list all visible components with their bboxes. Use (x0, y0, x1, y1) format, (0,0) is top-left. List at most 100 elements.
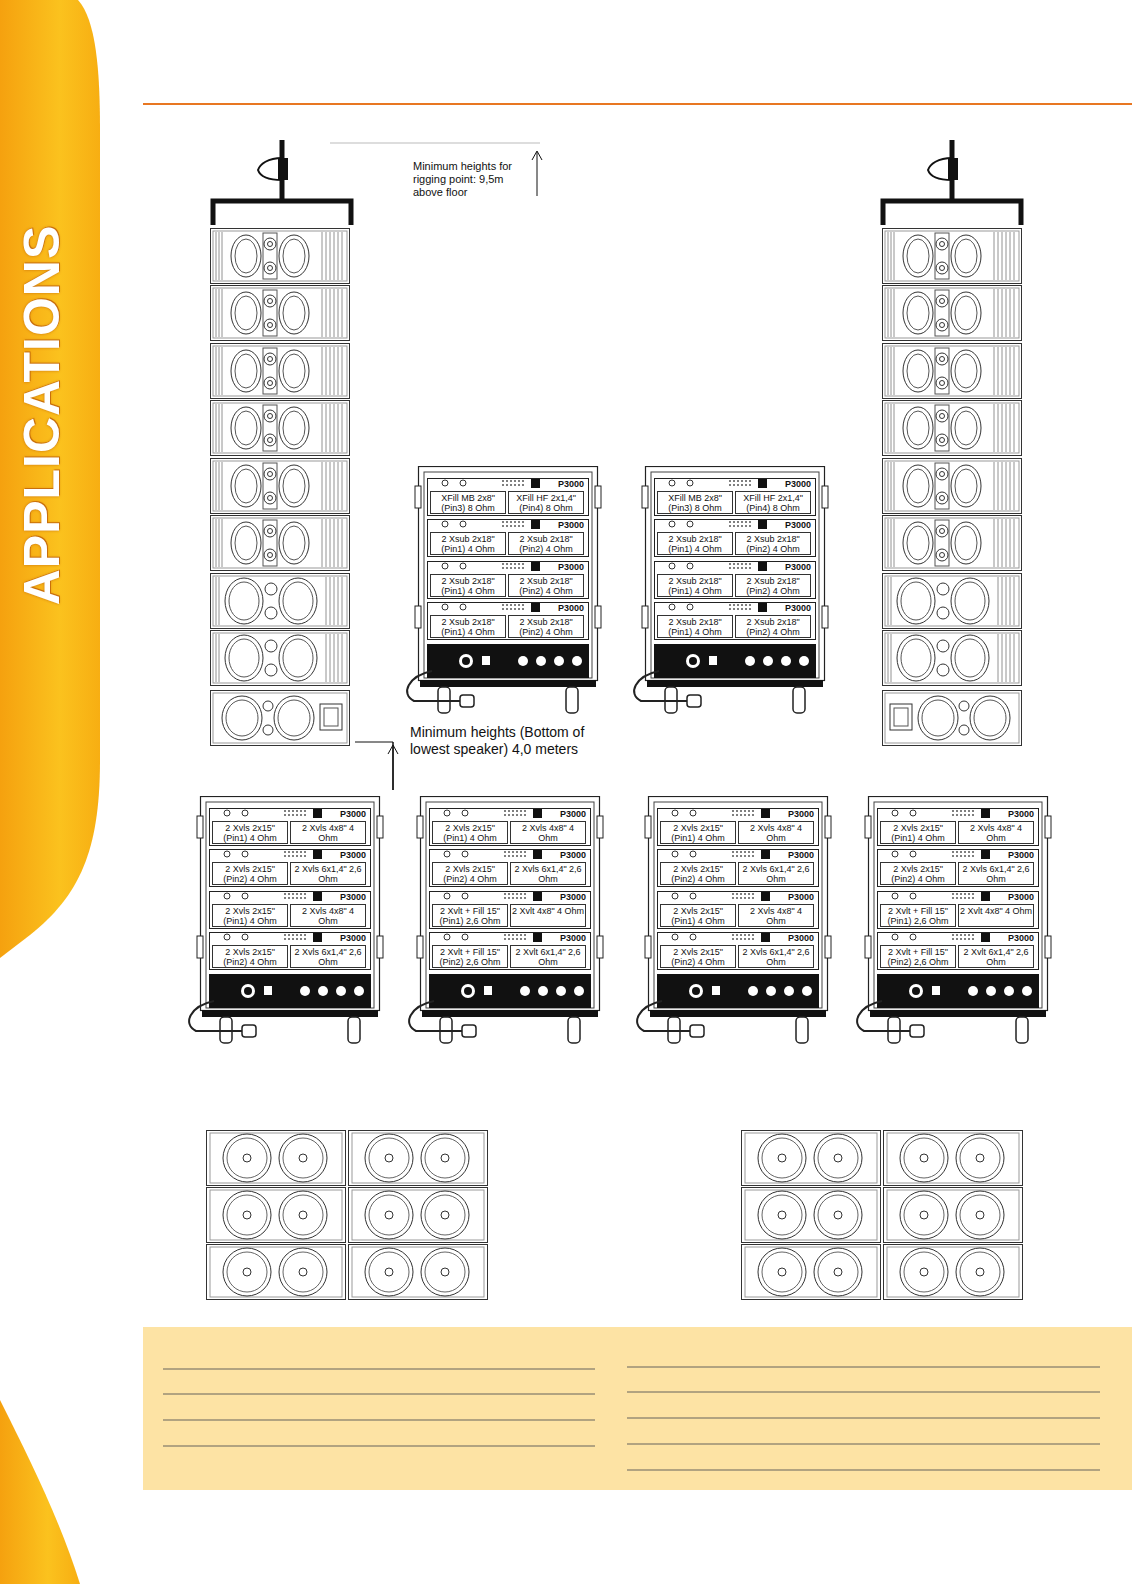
channel-label: 2 Xvls 6x1,4" 2,6 Ohm (738, 862, 814, 885)
channel-label: XFill HF 2x1,4" (Pin4) 8 Ohm (508, 491, 584, 514)
side-band-foot (0, 1400, 80, 1584)
amplifier: P30002 Xvlt + Fill 15" (Pin2) 2,6 Ohm2 X… (877, 932, 1039, 970)
channel-label: XFill HF 2x1,4" (Pin4) 8 Ohm (735, 491, 811, 514)
amplifier: P3000 2 Xsub 2x18" (Pin1) 4 Ohm2 Xsub 2x1… (654, 602, 816, 640)
model-label: P3000 (1008, 809, 1034, 820)
amplifier: P3000 2 Xsub 2x18" (Pin1) 4 Ohm2 Xsub 2x1… (654, 561, 816, 599)
channel-label: 2 Xvls 4x8" 4 Ohm (510, 821, 586, 844)
amplifier: P3000 2 Xvlt + Fill 15" (Pin2) 2,6 Ohm2 X… (429, 932, 591, 970)
amplifier: P3000 2 Xvls 2x15" (Pin1) 4 Ohm2 Xvls 4x8… (429, 808, 591, 846)
right-line-array (883, 140, 1022, 746)
model-label: P3000 (558, 562, 584, 573)
model-label: P3000 (785, 562, 811, 573)
model-label: P3000 (558, 603, 584, 614)
channel-label: 2 Xsub 2x18" (Pin1) 4 Ohm (430, 574, 506, 597)
channel-label: 2 Xsub 2x18" (Pin1) 4 Ohm (430, 615, 506, 638)
amplifier: P3000 2 Xvlt + Fill 15" (Pin1) 2,6 Ohm2 X… (429, 891, 591, 929)
channel-label: 2 Xvls 6x1,4" 2,6 Ohm (958, 862, 1034, 885)
channel-label: 2 Xvls 2x15" (Pin2) 4 Ohm (212, 945, 288, 968)
sub-stacks (207, 1131, 1023, 1300)
amplifier: P3000 2 Xvls 2x15" (Pin1) 4 Ohm2 Xvls 4x8… (657, 808, 819, 846)
channel-label: 2 Xsub 2x18" (Pin2) 4 Ohm (735, 532, 811, 555)
channel-label: 2 Xvlt 4x8" 4 Ohm (958, 904, 1034, 927)
amplifier: P3000 2 Xvls 2x15" (Pin2) 4 Ohm2 Xvls 6x1… (657, 932, 819, 970)
model-label: P3000 (788, 809, 814, 820)
channel-label: 2 Xvls 6x1,4" 2,6 Ohm (290, 945, 366, 968)
channel-label: 2 Xvls 6x1,4" 2,6 Ohm (290, 862, 366, 885)
channel-label: XFill MB 2x8" (Pin3) 8 Ohm (657, 491, 733, 514)
amplifier: P30002 Xvls 2x15" (Pin2) 4 Ohm2 Xvls 6x1… (429, 849, 591, 887)
channel-label: 2 Xvlt + Fill 15" (Pin2) 2,6 Ohm (880, 945, 956, 968)
model-label: P3000 (788, 892, 814, 903)
model-label: P3000 (788, 933, 814, 944)
channel-label: 2 Xvls 2x15" (Pin1) 4 Ohm (212, 904, 288, 927)
channel-label: 2 Xvls 2x15" (Pin2) 4 Ohm (660, 945, 736, 968)
amplifier: P3000XFill MB 2x8" (Pin3) 8 OhmXFill HF … (427, 478, 589, 516)
model-label: P3000 (560, 892, 586, 903)
channel-label: 2 Xvls 2x15" (Pin2) 4 Ohm (880, 862, 956, 885)
channel-label: 2 Xsub 2x18" (Pin1) 4 Ohm (657, 574, 733, 597)
section-tab-title: APPLICATIONS (13, 225, 71, 606)
model-label: P3000 (560, 933, 586, 944)
model-label: P3000 (558, 520, 584, 531)
channel-label: 2 Xsub 2x18" (Pin1) 4 Ohm (657, 532, 733, 555)
height-note: Minimum heights for rigging point: 9,5m … (413, 160, 525, 200)
amplifier: P30002 Xvls 2x15" (Pin2) 4 Ohm2 Xvls 6x1… (209, 849, 371, 887)
channel-label: XFill MB 2x8" (Pin3) 8 Ohm (430, 491, 506, 514)
channel-label: 2 Xvlt + Fill 15" (Pin1) 2,6 Ohm (880, 904, 956, 927)
model-label: P3000 (558, 479, 584, 490)
amplifier: P3000 2 Xvls 2x15" (Pin2) 4 Ohm2 Xvls 6x1… (877, 849, 1039, 887)
amplifier: P30002 Xvls 2x15" (Pin1) 4 Ohm2 Xvls 4x8… (209, 808, 371, 846)
amp-racks (189, 467, 1051, 1044)
channel-label: 2 Xvls 2x15" (Pin2) 4 Ohm (212, 862, 288, 885)
amplifier: P3000 2 Xsub 2x18" (Pin1) 4 Ohm2 Xsub 2x1… (427, 519, 589, 557)
model-label: P3000 (1008, 892, 1034, 903)
amplifier: P3000 2 Xvlt + Fill 15" (Pin1) 2,6 Ohm2 X… (877, 891, 1039, 929)
channel-label: 2 Xvlt 4x8" 4 Ohm (510, 904, 586, 927)
channel-label: 2 Xvls 2x15" (Pin1) 4 Ohm (880, 821, 956, 844)
model-label: P3000 (1008, 850, 1034, 861)
channel-label: 2 Xsub 2x18" (Pin2) 4 Ohm (735, 615, 811, 638)
left-line-array (211, 140, 352, 746)
amplifier: P3000 2 Xsub 2x18" (Pin1) 4 Ohm2 Xsub 2x1… (654, 519, 816, 557)
amplifier: P3000XFill MB 2x8" (Pin3) 8 OhmXFill HF … (654, 478, 816, 516)
channel-label: 2 Xsub 2x18" (Pin2) 4 Ohm (508, 532, 584, 555)
channel-label: 2 Xvls 4x8" 4 Ohm (290, 904, 366, 927)
channel-label: 2 Xsub 2x18" (Pin2) 4 Ohm (735, 574, 811, 597)
channel-label: 2 Xvls 6x1,4" 2,6 Ohm (738, 945, 814, 968)
amplifier: P3000 2 Xsub 2x18" (Pin1) 4 Ohm2 Xsub 2x1… (427, 602, 589, 640)
channel-label: 2 Xvlt + Fill 15" (Pin1) 2,6 Ohm (432, 904, 508, 927)
channel-label: 2 Xvlt 6x1,4" 2,6 Ohm (510, 945, 586, 968)
channel-label: 2 Xsub 2x18" (Pin2) 4 Ohm (508, 574, 584, 597)
channel-label: 2 Xvls 2x15" (Pin2) 4 Ohm (660, 862, 736, 885)
channel-label: 2 Xvls 4x8" 4 Ohm (290, 821, 366, 844)
model-label: P3000 (340, 892, 366, 903)
amplifier: P3000 2 Xvls 2x15" (Pin1) 4 Ohm2 Xvls 4x8… (209, 891, 371, 929)
height-note: Minimum heights (Bottom of lowest speake… (410, 724, 592, 758)
model-label: P3000 (560, 850, 586, 861)
channel-label: 2 Xvls 6x1,4" 2,6 Ohm (510, 862, 586, 885)
channel-label: 2 Xvlt + Fill 15" (Pin2) 2,6 Ohm (432, 945, 508, 968)
model-label: P3000 (785, 520, 811, 531)
amplifier: P3000 2 Xvls 2x15" (Pin1) 4 Ohm2 Xvls 4x8… (877, 808, 1039, 846)
model-label: P3000 (785, 479, 811, 490)
model-label: P3000 (788, 850, 814, 861)
rule (143, 103, 1132, 105)
amplifier: P3000 2 Xsub 2x18" (Pin1) 4 Ohm2 Xsub 2x1… (427, 561, 589, 599)
channel-label: 2 Xvls 4x8" 4 Ohm (958, 821, 1034, 844)
model-label: P3000 (340, 933, 366, 944)
channel-label: 2 Xvlt 6x1,4" 2,6 Ohm (958, 945, 1034, 968)
channel-label: 2 Xvls 2x15" (Pin1) 4 Ohm (660, 904, 736, 927)
model-label: P3000 (560, 809, 586, 820)
channel-label: 2 Xvls 4x8" 4 Ohm (738, 821, 814, 844)
channel-label: 2 Xsub 2x18" (Pin1) 4 Ohm (430, 532, 506, 555)
channel-label: 2 Xvls 2x15" (Pin1) 4 Ohm (432, 821, 508, 844)
amplifier: P3000 2 Xvls 2x15" (Pin2) 4 Ohm2 Xvls 6x1… (657, 849, 819, 887)
model-label: P3000 (785, 603, 811, 614)
channel-label: 2 Xvls 2x15" (Pin1) 4 Ohm (212, 821, 288, 844)
channel-label: 2 Xsub 2x18" (Pin1) 4 Ohm (657, 615, 733, 638)
channel-label: 2 Xsub 2x18" (Pin2) 4 Ohm (508, 615, 584, 638)
channel-label: 2 Xvls 2x15" (Pin1) 4 Ohm (660, 821, 736, 844)
